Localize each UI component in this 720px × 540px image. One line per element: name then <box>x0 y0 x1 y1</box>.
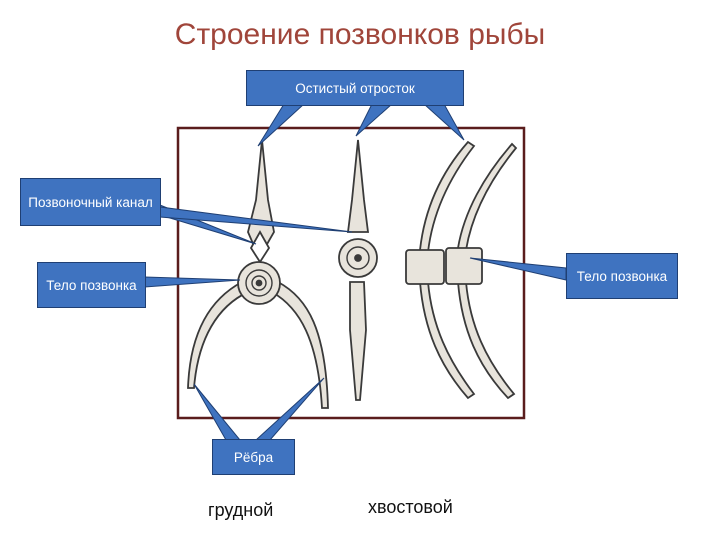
caption-thoracic: грудной <box>208 500 274 520</box>
page-title: Строение позвонков рыбы <box>174 18 546 51</box>
side-vertebral-body-1 <box>405 249 445 285</box>
caption-caudal: хвостовой <box>368 497 453 517</box>
callout-pointers <box>144 103 567 441</box>
thoracic-right-rib <box>270 280 329 409</box>
caudal-vertebrae-side <box>405 140 518 400</box>
thoracic-vertebra <box>187 139 329 409</box>
side-spine-lower-1 <box>419 281 476 400</box>
caudal-haemal-spine <box>349 281 367 401</box>
label-spinous-process: Остистый отросток <box>246 70 464 106</box>
label-vertebral-body-left: Тело позвонка <box>37 262 146 308</box>
side-vertebral-body-2 <box>445 247 483 285</box>
side-spine-lower-2 <box>457 281 516 400</box>
caudal-vertebra-front <box>338 139 378 401</box>
caudal-spinous-process <box>346 139 370 233</box>
label-vertebral-body-right: Тело позвонка <box>566 253 678 299</box>
label-neural-canal: Позвоночный канал <box>20 178 161 226</box>
label-ribs: Рёбра <box>212 439 295 475</box>
